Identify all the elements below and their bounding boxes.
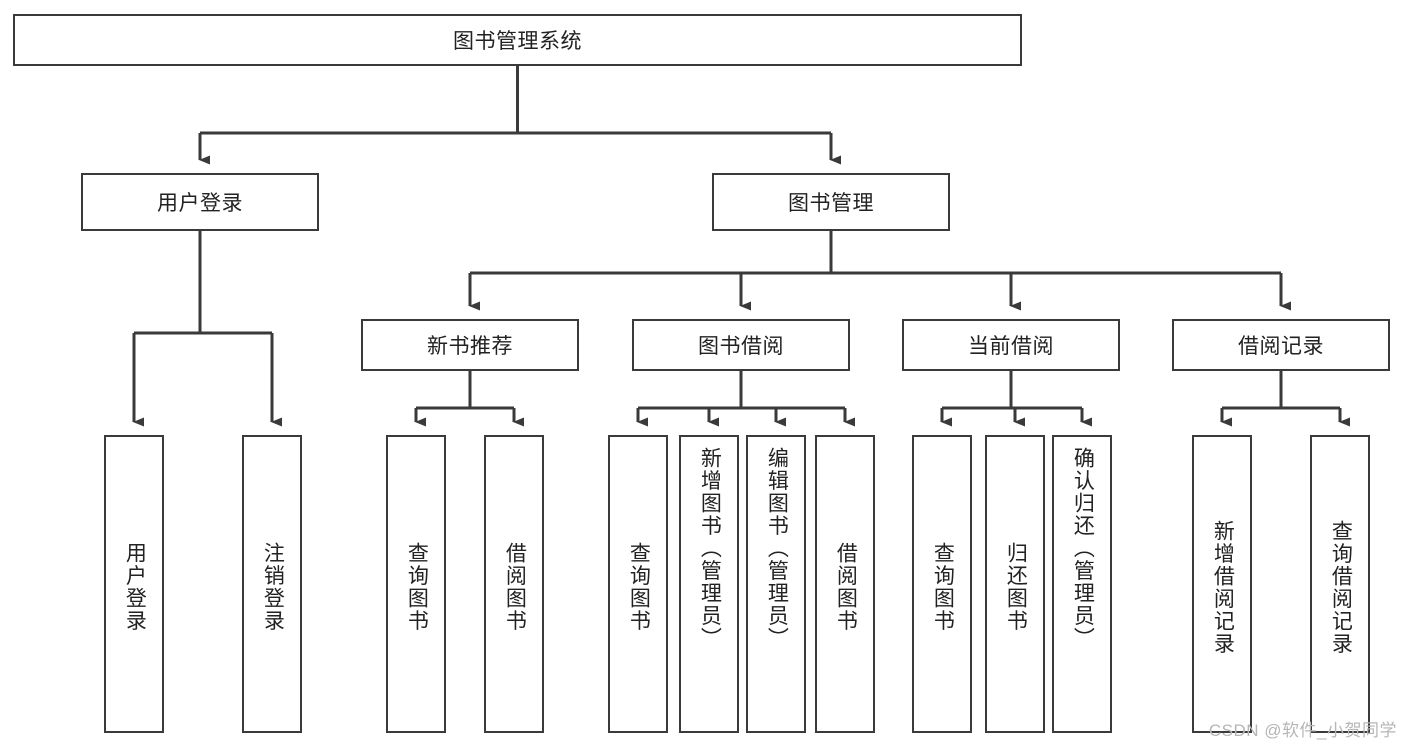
node-borrow-record-label: 借阅记录 — [1238, 335, 1324, 358]
node-new-book-recommend[interactable]: 新书推荐 — [361, 319, 579, 371]
leaf-node-label: 查询借阅记录 — [1329, 519, 1353, 655]
leaf-node[interactable]: 编辑图书（管理员） — [746, 435, 806, 733]
leaf-node-label: 编辑图书（管理员） — [765, 447, 789, 650]
leaf-node-label: 借阅图书 — [834, 542, 858, 632]
leaf-node-label: 借阅图书 — [503, 542, 527, 632]
leaf-node[interactable]: 注销登录 — [242, 435, 302, 733]
leaf-node[interactable]: 新增图书（管理员） — [679, 435, 739, 733]
leaf-node[interactable]: 查询图书 — [608, 435, 668, 733]
node-current-borrow-label: 当前借阅 — [968, 335, 1054, 358]
node-book-borrow[interactable]: 图书借阅 — [632, 319, 850, 371]
leaf-node[interactable]: 查询图书 — [386, 435, 446, 733]
node-book-management-label: 图书管理 — [788, 192, 874, 215]
node-user-login[interactable]: 用户登录 — [81, 173, 319, 231]
leaf-node[interactable]: 用户登录 — [104, 435, 164, 733]
leaf-node-label: 新增图书（管理员） — [698, 447, 722, 650]
leaf-node-label: 查询图书 — [405, 542, 429, 632]
leaf-node[interactable]: 归还图书 — [985, 435, 1045, 733]
leaf-node-label: 注销登录 — [261, 542, 285, 632]
leaf-node[interactable]: 确认归还（管理员） — [1052, 435, 1112, 733]
leaf-node[interactable]: 查询图书 — [912, 435, 972, 733]
node-root[interactable]: 图书管理系统 — [13, 14, 1022, 66]
leaf-node[interactable]: 借阅图书 — [484, 435, 544, 733]
node-new-book-recommend-label: 新书推荐 — [427, 335, 513, 358]
node-root-label: 图书管理系统 — [453, 30, 582, 53]
leaf-node-label: 确认归还（管理员） — [1071, 447, 1095, 650]
node-current-borrow[interactable]: 当前借阅 — [902, 319, 1120, 371]
leaf-node[interactable]: 借阅图书 — [815, 435, 875, 733]
leaf-node-label: 归还图书 — [1004, 542, 1028, 632]
csdn-watermark: CSDN @软件_小贺同学 — [1208, 721, 1397, 740]
node-user-login-label: 用户登录 — [157, 192, 243, 215]
node-book-borrow-label: 图书借阅 — [698, 335, 784, 358]
node-book-management[interactable]: 图书管理 — [712, 173, 950, 231]
leaf-node-label: 用户登录 — [123, 542, 147, 632]
leaf-node-label: 查询图书 — [627, 542, 651, 632]
leaf-node-label: 查询图书 — [931, 542, 955, 632]
leaf-node-label: 新增借阅记录 — [1211, 519, 1235, 655]
node-borrow-record[interactable]: 借阅记录 — [1172, 319, 1390, 371]
leaf-node[interactable]: 新增借阅记录 — [1192, 435, 1252, 733]
leaf-node[interactable]: 查询借阅记录 — [1310, 435, 1370, 733]
